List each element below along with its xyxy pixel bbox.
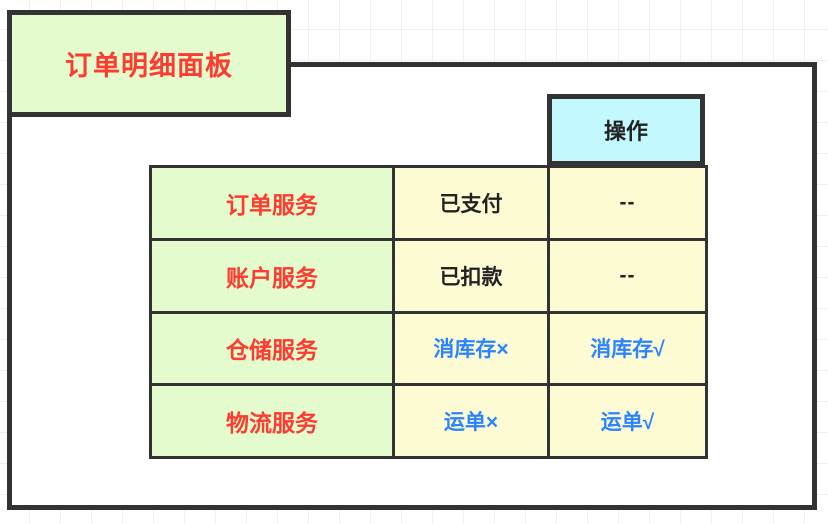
service-label: 物流服务 — [226, 410, 318, 437]
table-row: 账户服务 已扣款 -- — [149, 237, 708, 314]
order-detail-table: 订单服务 已支付 -- 账户服务 已扣款 -- — [149, 165, 708, 459]
status-label: 运单× — [443, 411, 499, 435]
service-label: 订单服务 — [226, 191, 318, 218]
table-header-action-cell: 操作 — [547, 94, 705, 166]
cell-action: 消库存√ — [547, 310, 708, 387]
action-label: 运单√ — [600, 411, 655, 435]
action-label: -- — [619, 263, 636, 287]
cell-status: 消库存× — [392, 310, 550, 387]
cell-action: 运单√ — [547, 383, 708, 459]
service-label: 账户服务 — [226, 264, 318, 291]
cell-service: 账户服务 — [149, 237, 395, 314]
cell-service: 仓储服务 — [149, 310, 395, 387]
table-body: 订单服务 已支付 -- 账户服务 已扣款 -- — [149, 165, 708, 459]
panel-title-label: 订单明细面板 — [65, 51, 233, 81]
panel-title-box: 订单明细面板 — [7, 10, 291, 117]
action-label: 消库存√ — [590, 338, 665, 362]
table-header-action-label: 操作 — [603, 119, 648, 144]
status-label: 消库存× — [433, 338, 509, 362]
table-row: 仓储服务 消库存× 消库存√ — [149, 310, 708, 387]
action-label: -- — [619, 190, 636, 214]
cell-status: 已支付 — [392, 165, 550, 241]
cell-action: -- — [547, 165, 708, 241]
cell-service: 订单服务 — [149, 165, 395, 241]
status-label: 已支付 — [439, 192, 503, 216]
status-label: 已扣款 — [439, 265, 503, 289]
cell-action: -- — [547, 237, 708, 314]
cell-status: 已扣款 — [392, 237, 550, 314]
table-row: 物流服务 运单× 运单√ — [149, 383, 708, 459]
cell-service: 物流服务 — [149, 383, 395, 459]
cell-status: 运单× — [392, 383, 550, 459]
table-row: 订单服务 已支付 -- — [149, 165, 708, 241]
service-label: 仓储服务 — [226, 337, 318, 364]
